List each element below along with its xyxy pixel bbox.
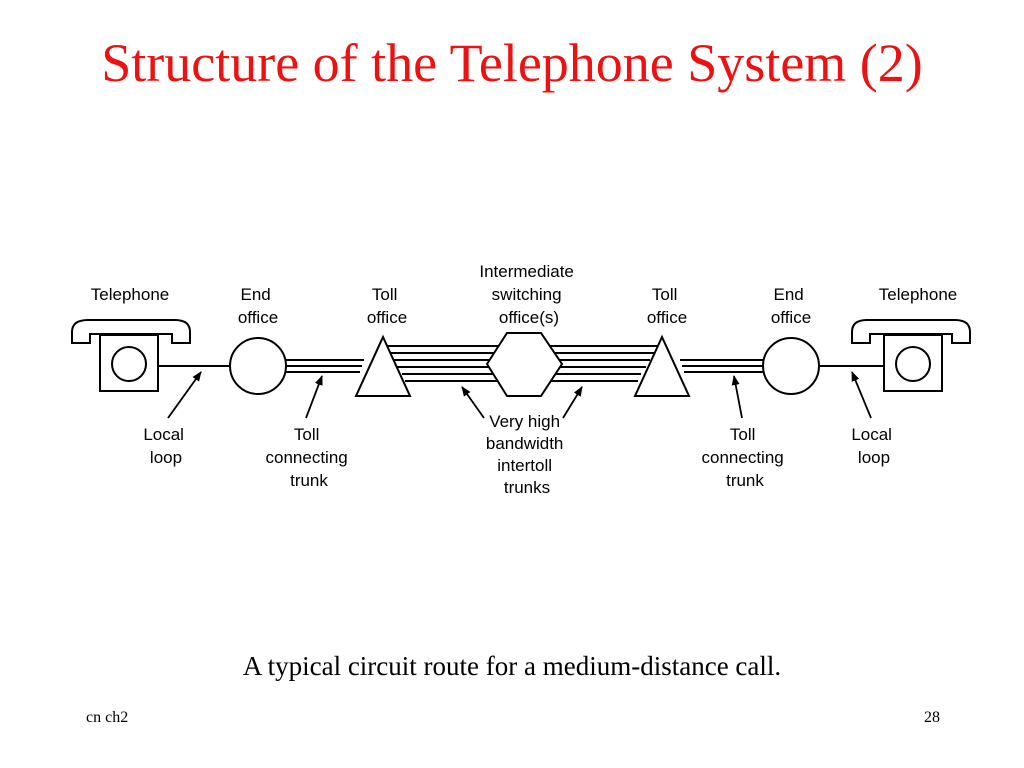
footer-page-number: 28 xyxy=(924,709,940,726)
toll-connecting-trunk-left-lines xyxy=(285,359,364,373)
arrow-toll-trunk-right xyxy=(731,375,743,419)
figure-caption: A typical circuit route for a medium-dis… xyxy=(242,651,782,681)
pointer-arrows xyxy=(167,371,872,419)
arrow-intertoll-left xyxy=(461,386,485,419)
end-office-left-node xyxy=(229,337,287,395)
label-local-loop-left: Local loop xyxy=(143,425,188,467)
slide-title: Structure of the Telephone System (2) xyxy=(101,33,923,93)
arrow-toll-trunk-left xyxy=(305,375,323,419)
label-intertoll-trunks: Very high bandwidth intertoll trunks xyxy=(486,412,568,497)
label-toll-office-left: Toll office xyxy=(367,285,407,327)
label-toll-connecting-trunk-right: Toll connecting trunk xyxy=(702,425,789,490)
end-office-right-node xyxy=(762,337,820,395)
intermediate-switching-office-node xyxy=(485,332,564,397)
toll-office-left-node xyxy=(354,334,412,397)
toll-connecting-trunk-right-lines xyxy=(680,359,764,373)
arrow-intertoll-right xyxy=(562,386,583,419)
label-telephone-right: Telephone xyxy=(879,285,957,304)
label-toll-office-right: Toll office xyxy=(647,285,687,327)
label-end-office-left: End office xyxy=(238,285,278,327)
label-intermediate-switching: Intermediate switching office(s) xyxy=(479,262,578,327)
label-telephone-left: Telephone xyxy=(91,285,169,304)
toll-office-right-node xyxy=(633,334,691,397)
label-toll-connecting-trunk-left: Toll connecting trunk xyxy=(266,425,353,490)
intertoll-trunk-left-lines xyxy=(383,345,503,382)
arrow-local-loop-left xyxy=(167,371,202,419)
label-end-office-right: End office xyxy=(771,285,811,327)
telephone-left-icon xyxy=(71,319,191,392)
intertoll-trunk-right-lines xyxy=(543,345,660,382)
telephone-right-icon xyxy=(851,319,971,392)
arrow-local-loop-right xyxy=(851,371,872,419)
footer-course-label: cn ch2 xyxy=(86,709,129,726)
label-local-loop-right: Local loop xyxy=(851,425,896,467)
